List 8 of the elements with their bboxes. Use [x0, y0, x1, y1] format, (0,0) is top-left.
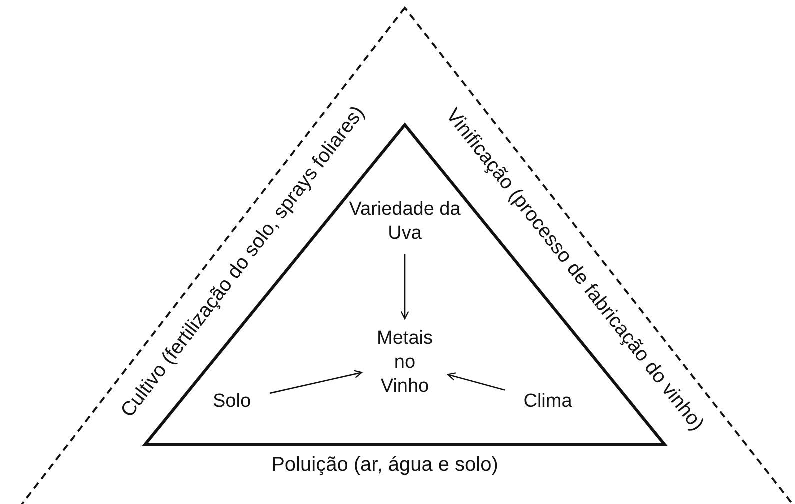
node-label: Solo	[202, 390, 262, 414]
node-label: Variedade da Uva	[345, 198, 465, 246]
base-label: Poluição (ar, água e solo)	[272, 453, 498, 477]
node-label: Clima	[513, 390, 583, 414]
arrow	[400, 254, 410, 320]
arrow	[447, 372, 506, 391]
arrow	[270, 370, 363, 394]
node-label: Metais no Vinho	[370, 327, 440, 399]
